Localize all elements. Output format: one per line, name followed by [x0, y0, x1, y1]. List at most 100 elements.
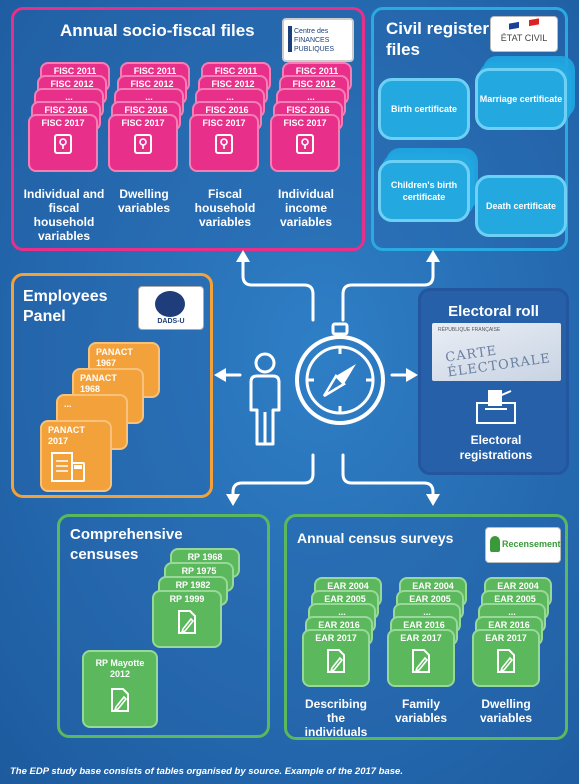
panel-title: Electoral roll [448, 303, 539, 320]
ear-card-label: EAR 2016 [403, 620, 445, 630]
panel-comprehensive-censuses: Comprehensive censuses RP 1968 RP 1975 RP … [57, 514, 270, 738]
electoral-caption: Electoral registrations [459, 433, 533, 462]
panel-title: Civil register files [386, 19, 489, 59]
file-edit-icon [174, 608, 200, 638]
fiscal-card-label: ... [65, 92, 73, 102]
ear-card-label: EAR 2005 [324, 594, 366, 604]
file-edit-icon [408, 647, 434, 677]
fiscal-card-label: FISC 2011 [214, 66, 258, 76]
compass-icon [290, 322, 390, 437]
ear-card-label: EAR 2017 [315, 633, 357, 643]
civil-certificate: Children's birth certificate [378, 160, 470, 222]
fiscal-card-label: FISC 2017 [41, 118, 85, 128]
fiscal-card-label: FISC 2016 [205, 105, 249, 115]
panel-annual-census-surveys: Annual census surveys Recensement EAR 20… [284, 514, 568, 740]
rp-card-front: RP 1999 [152, 590, 222, 648]
etat-civil-logo: ÉTAT CIVIL [490, 16, 558, 52]
ear-card-front: EAR 2017 [472, 629, 540, 687]
ear-card-label: ... [423, 607, 431, 617]
panact-card-label: ... [64, 399, 72, 409]
fiscal-card-front: FISC 2017 [28, 114, 98, 172]
rp-mayotte-label: RP Mayotte 2012 [95, 658, 145, 679]
dads-u-logo: DADS-U [138, 286, 204, 330]
ear-card-label: EAR 2017 [485, 633, 527, 643]
fiscal-card-label: FISC 2011 [53, 66, 97, 76]
fiscal-card-label: FISC 2016 [124, 105, 168, 115]
fiscal-stack-caption: Dwelling variables [117, 187, 171, 215]
ear-stack-caption: Describing the individuals [304, 697, 368, 739]
rp-card-label: RP 1982 [175, 580, 211, 590]
panel-title: Annual census surveys [297, 530, 454, 546]
safe-icon [294, 132, 316, 158]
recensement-logo: Recensement [485, 527, 561, 563]
civil-certificate-label: Children's birth certificate [390, 180, 458, 202]
footnote: The EDP study base consists of tables or… [10, 766, 403, 777]
fiscal-card-label: FISC 2017 [202, 118, 246, 128]
ear-stack-caption: Dwelling variables [479, 697, 533, 725]
fiscal-card-front: FISC 2017 [108, 114, 178, 172]
ear-card-label: EAR 2005 [409, 594, 451, 604]
fiscal-card-label: FISC 2016 [286, 105, 330, 115]
civil-certificate: Death certificate [475, 175, 567, 237]
file-edit-icon [323, 647, 349, 677]
rp-mayotte-card: RP Mayotte 2012 [82, 650, 158, 728]
finances-publiques-logo: Centre des FINANCES PUBLIQUES [282, 18, 354, 62]
fiscal-card-label: FISC 2016 [44, 105, 88, 115]
panel-electoral-roll: Electoral roll RÉPUBLIQUE FRANÇAISE CART… [418, 288, 569, 475]
safe-icon [213, 132, 235, 158]
document-calculator-icon [48, 449, 110, 492]
panact-card-label: PANACT 1967 [96, 347, 133, 368]
ear-card-label: EAR 2005 [494, 594, 536, 604]
panact-card-label: PANACT 1968 [80, 373, 117, 394]
panel-civil-register-files: Civil register files ÉTAT CIVIL Birth ce… [371, 7, 575, 251]
safe-icon [132, 132, 154, 158]
fiscal-card-front: FISC 2017 [270, 114, 340, 172]
panel-annual-socio-fiscal-files: Annual socio-fiscal files Centre des FIN… [11, 7, 365, 251]
civil-certificate: Marriage certificate [475, 68, 567, 130]
panact-card-label: PANACT 2017 [48, 425, 85, 446]
fiscal-stack-caption: Individual income variables [277, 187, 334, 229]
ear-card-front: EAR 2017 [387, 629, 455, 687]
ear-card-label: EAR 2004 [327, 581, 369, 591]
civil-certificate: Birth certificate [378, 78, 470, 140]
ear-stack-caption: Family variables [394, 697, 448, 725]
electoral-card-image: RÉPUBLIQUE FRANÇAISE CARTE ÉLECTORALE [432, 323, 561, 381]
fiscal-stack-caption: Individual and fiscal household variable… [23, 187, 105, 243]
civil-certificate-label: Birth certificate [390, 104, 458, 114]
file-edit-icon [493, 647, 519, 677]
rp-card-label: RP 1968 [187, 552, 223, 562]
ear-card-front: EAR 2017 [302, 629, 370, 687]
fiscal-card-label: FISC 2011 [133, 66, 177, 76]
fiscal-card-label: FISC 2012 [130, 79, 174, 89]
safe-icon [52, 132, 74, 158]
civil-certificate-label: Marriage certificate [479, 94, 563, 104]
fiscal-card-label: FISC 2012 [292, 79, 336, 89]
ear-card-label: ... [508, 607, 516, 617]
panact-card-front: PANACT 2017 [40, 420, 112, 492]
fiscal-card-label: FISC 2011 [295, 66, 339, 76]
civil-certificate-label: Death certificate [485, 201, 557, 211]
fiscal-card-label: FISC 2012 [50, 79, 94, 89]
ear-card-label: EAR 2004 [497, 581, 539, 591]
ear-card-label: EAR 2016 [318, 620, 360, 630]
ballot-box-icon [471, 387, 521, 432]
ear-card-label: EAR 2004 [412, 581, 454, 591]
fiscal-card-label: FISC 2017 [283, 118, 327, 128]
panel-title: Comprehensive censuses [70, 526, 183, 563]
rp-card-label: RP 1999 [169, 594, 205, 604]
panel-title: Annual socio-fiscal files [60, 21, 255, 40]
fiscal-card-front: FISC 2017 [189, 114, 259, 172]
rp-card-label: RP 1975 [181, 566, 217, 576]
panel-title: Employees Panel [23, 288, 108, 325]
fiscal-card-label: FISC 2017 [121, 118, 165, 128]
fiscal-card-label: ... [307, 92, 315, 102]
fiscal-card-label: FISC 2012 [211, 79, 255, 89]
fiscal-card-label: ... [145, 92, 153, 102]
fiscal-card-label: ... [226, 92, 234, 102]
person-icon [245, 352, 285, 453]
ear-card-label: EAR 2016 [488, 620, 530, 630]
file-edit-icon [107, 686, 133, 717]
ear-card-label: EAR 2017 [400, 633, 442, 643]
fiscal-stack-caption: Fiscal household variables [194, 187, 256, 229]
